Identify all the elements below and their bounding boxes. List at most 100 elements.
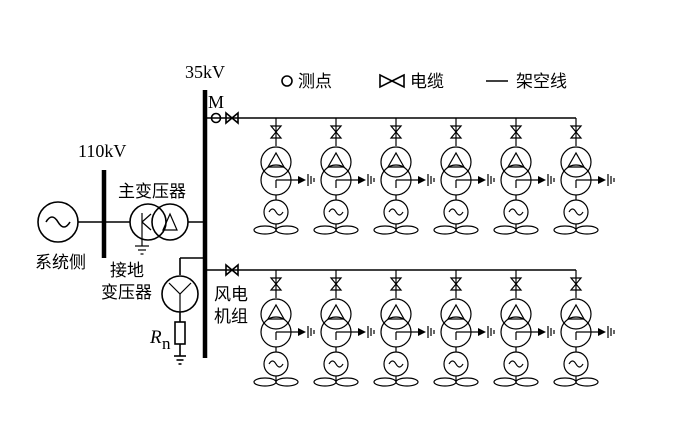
blade [553, 225, 577, 235]
blade [493, 377, 517, 387]
cable-icon [329, 277, 343, 291]
hv-bus-label: 110kV [78, 141, 126, 161]
cable-icon [379, 73, 405, 89]
wind-turbine-unit [253, 270, 315, 387]
ground-icon [427, 326, 435, 338]
measure-point-icon [281, 75, 293, 87]
transformer-icon [320, 146, 352, 178]
blade [335, 225, 359, 235]
wind-turbine-unit [433, 270, 495, 387]
blade [313, 377, 337, 387]
transformer-icon [260, 146, 292, 178]
grounding-transformer [161, 257, 205, 365]
wind-turbine-label-2: 机组 [214, 307, 248, 327]
ground-icon [307, 326, 315, 338]
ground-icon [607, 174, 615, 186]
arrow-icon [538, 328, 546, 336]
cable-icon [225, 111, 239, 125]
ground-icon [487, 174, 495, 186]
measure-point-marker-label: M [208, 92, 224, 112]
legend-overhead-line-label: 架空线 [516, 72, 567, 92]
main-transformer-label: 主变压器 [118, 182, 186, 202]
resistor-subscript: n [162, 334, 171, 353]
wind-turbine-unit [373, 118, 435, 235]
blade [373, 225, 397, 235]
cable-icon [569, 125, 583, 139]
resistor-label: R [149, 327, 162, 348]
feeder-2 [205, 263, 615, 387]
wind-turbine-unit [313, 270, 375, 387]
ground-icon [547, 326, 555, 338]
wind-turbine-unit [553, 270, 615, 387]
arrow-icon [358, 176, 366, 184]
blade [275, 225, 299, 235]
arrow-icon [538, 176, 546, 184]
cable-icon [225, 263, 239, 277]
main-transformer [104, 203, 205, 255]
wind-turbine-unit [253, 118, 315, 235]
cable-icon [389, 277, 403, 291]
arrow-icon [298, 176, 306, 184]
cable-icon [449, 277, 463, 291]
system-side-label: 系统侧 [35, 253, 86, 273]
blade [515, 377, 539, 387]
blade [455, 377, 479, 387]
blade [515, 225, 539, 235]
arrow-icon [478, 328, 486, 336]
cable-icon [329, 125, 343, 139]
blade [275, 377, 299, 387]
mv-bus-label: 35kV [185, 62, 225, 82]
blade [433, 377, 457, 387]
blade [575, 377, 599, 387]
ground-icon [547, 174, 555, 186]
system-source [37, 201, 104, 243]
cable-icon [389, 125, 403, 139]
blade [493, 225, 517, 235]
blade [313, 225, 337, 235]
transformer-icon [560, 146, 592, 178]
transformer-icon [260, 298, 292, 330]
ground-icon [367, 326, 375, 338]
ground-icon [487, 326, 495, 338]
blade [335, 377, 359, 387]
wind-turbine-unit [553, 118, 615, 235]
arrow-icon [418, 176, 426, 184]
blade [253, 225, 277, 235]
wind-turbine-unit [433, 118, 495, 235]
grounding-transformer-label-1: 接地 [110, 261, 144, 281]
legend: 测点 电缆 架空线 [281, 72, 567, 92]
transformer-icon [560, 298, 592, 330]
wind-turbine-unit [313, 118, 375, 235]
wind-turbine-label-1: 风电 [214, 285, 248, 305]
blade [373, 377, 397, 387]
feeders [205, 111, 615, 387]
cable-icon [449, 125, 463, 139]
arrow-icon [298, 328, 306, 336]
blade [253, 377, 277, 387]
arrow-icon [478, 176, 486, 184]
transformer-icon [380, 298, 412, 330]
resistor-icon [174, 321, 186, 345]
wind-turbine-unit [493, 118, 555, 235]
transformer-icon [440, 298, 472, 330]
legend-measure-point-label: 测点 [298, 72, 332, 92]
ground-icon [367, 174, 375, 186]
arrow-icon [598, 176, 606, 184]
arrow-icon [418, 328, 426, 336]
blade [553, 377, 577, 387]
cable-icon [569, 277, 583, 291]
cable-icon [269, 125, 283, 139]
wind-turbine-unit [373, 270, 435, 387]
blade [395, 377, 419, 387]
measure-point-icon [210, 112, 222, 124]
cable-icon [509, 125, 523, 139]
ground-icon [427, 174, 435, 186]
wind-turbine-unit [493, 270, 555, 387]
transformer-icon [380, 146, 412, 178]
arrow-icon [598, 328, 606, 336]
transformer-icon [500, 298, 532, 330]
transformer-icon [440, 146, 472, 178]
cable-icon [269, 277, 283, 291]
feeder-1 [205, 111, 615, 235]
